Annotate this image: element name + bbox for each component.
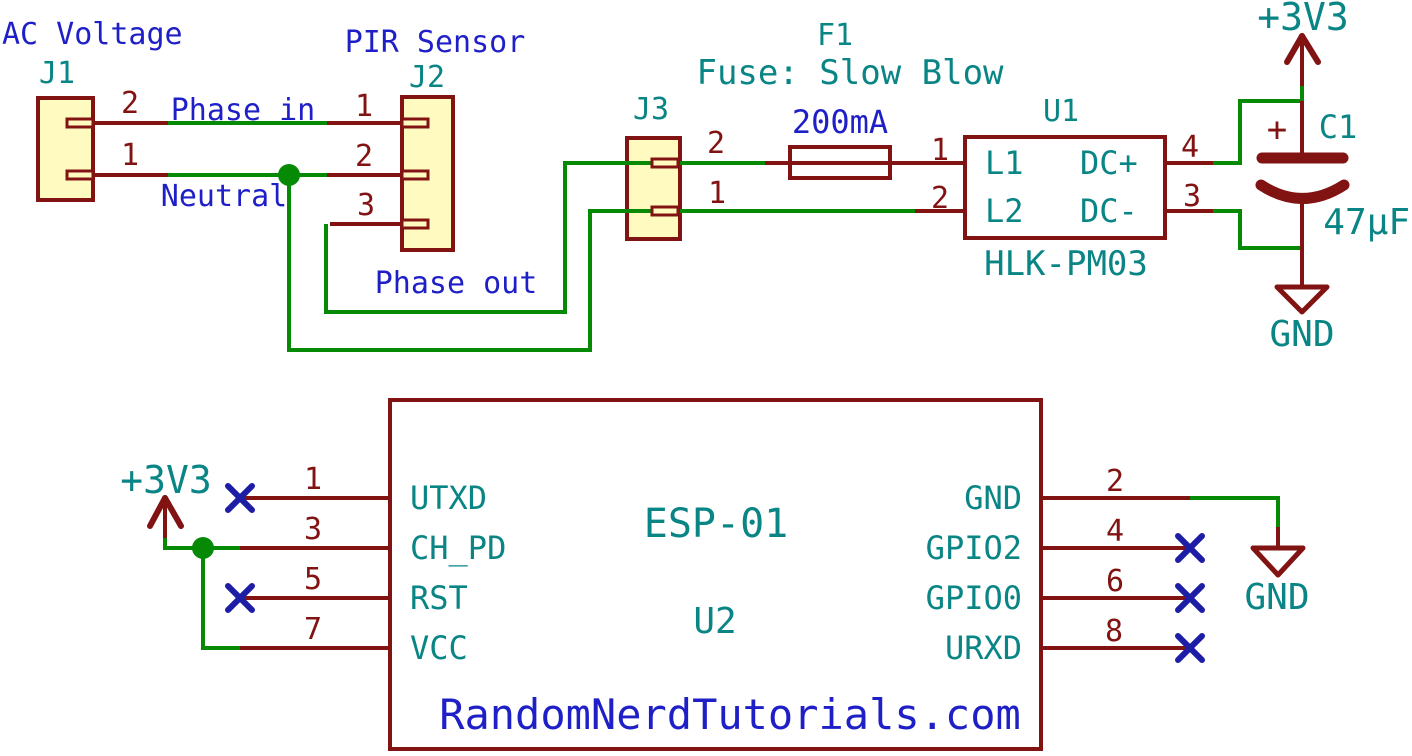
- ground-symbol-icon: [1250, 545, 1306, 578]
- esp-pin-name-urxd: URXD: [944, 629, 1022, 667]
- power-label-3v3-bottom: +3V3: [120, 458, 212, 502]
- power-arrow-icon: [147, 495, 168, 529]
- no-connect-x-icon: [225, 583, 255, 613]
- esp-pin5-number: 5: [303, 562, 323, 597]
- c1-ref-label: C1: [1318, 108, 1358, 146]
- junction-dot: [192, 537, 214, 559]
- esp-pin3-number: 3: [303, 512, 323, 547]
- esp-pin4-number: 4: [1105, 514, 1125, 549]
- esp-pin-name-utxd: UTXD: [410, 479, 488, 517]
- j1-pin2-number: 2: [120, 86, 140, 121]
- esp-pin6-number: 6: [1105, 564, 1125, 599]
- gnd-label-bottom: GND: [1244, 577, 1310, 618]
- power-label-3v3-top: +3V3: [1257, 0, 1349, 39]
- u1-pin-name-dc-plus: DC+: [1080, 144, 1138, 182]
- j1-value-label: AC Voltage: [2, 17, 183, 52]
- no-connect-x-icon: [1175, 533, 1205, 563]
- u1-pin1-number: 1: [930, 133, 950, 168]
- net-label-phase-out: Phase out: [374, 266, 538, 301]
- esp-pin-name-vcc: VCC: [410, 629, 468, 667]
- wire-phase-out: [324, 161, 652, 314]
- esp-pin2-number: 2: [1105, 464, 1125, 499]
- u1-pin2-number: 2: [930, 181, 950, 216]
- power-flag-3v3-bottom: [147, 495, 184, 529]
- esp-pin1-number: 1: [303, 462, 323, 497]
- wire-dcminus-to-gnd: [1213, 209, 1302, 250]
- j3-ref-label: J3: [632, 92, 670, 127]
- power-flag-3v3-top: [1284, 33, 1321, 65]
- j2-ref-label: J2: [408, 60, 446, 95]
- c1-negative-plate: [1255, 179, 1350, 204]
- u1-pin-name-dc-minus: DC-: [1080, 192, 1138, 230]
- j3-pin1-number: 1: [707, 176, 727, 211]
- u1-pin-name-l2: L2: [985, 192, 1024, 230]
- j2-pin2-number: 2: [354, 139, 374, 174]
- j1-pin1-number: 1: [120, 138, 140, 173]
- esp-pin-name-rst: RST: [410, 579, 468, 617]
- gnd-label-top: GND: [1269, 314, 1335, 355]
- wire-dcplus-to-rail: [1213, 99, 1302, 165]
- j2-pin1-number: 1: [354, 89, 374, 124]
- net-label-neutral: Neutral: [160, 179, 288, 214]
- j3-connector-body: [625, 136, 682, 241]
- esp-pin8-number: 8: [1104, 614, 1124, 649]
- esp-pin-name-gpio0: GPIO0: [925, 579, 1022, 617]
- power-arrow-icon: [162, 495, 184, 529]
- u2-esp01-body: [388, 398, 1043, 751]
- c1-polarity-plus: +: [1266, 110, 1288, 150]
- no-connect-x-icon: [1175, 583, 1205, 613]
- esp-pin7-number: 7: [303, 612, 323, 647]
- j1-ref-label: J1: [38, 56, 76, 91]
- u1-ref-label: U1: [1042, 94, 1080, 129]
- c1-value-label: 47µF: [1323, 202, 1410, 243]
- j1-pin2-slot: [65, 117, 95, 129]
- j2-pin2-slot: [400, 169, 430, 181]
- u1-pin4-number: 4: [1180, 130, 1200, 165]
- f1-ref-label: F1: [816, 18, 854, 53]
- no-connect-x-icon: [1175, 633, 1205, 663]
- u1-part-label: HLK-PM03: [984, 244, 1148, 284]
- net-label-phase-in: Phase in: [170, 93, 316, 128]
- j2-pin3-number: 3: [356, 188, 376, 223]
- f1-description-label: Fuse: Slow Blow: [696, 53, 1004, 93]
- j3-pin2-number: 2: [706, 126, 726, 161]
- u1-module-body: [963, 135, 1167, 240]
- j3-pin1-slot: [650, 205, 680, 217]
- j2-value-label: PIR Sensor: [344, 25, 526, 60]
- u1-pin3-number: 3: [1182, 179, 1202, 214]
- esp-pin-name-gnd: GND: [964, 479, 1022, 517]
- esp-pin-name-gpio2: GPIO2: [925, 529, 1022, 567]
- u2-value-label: ESP-01: [643, 501, 789, 547]
- j2-pin3-slot: [400, 218, 430, 230]
- j2-pin1-slot: [400, 117, 430, 129]
- esp-pin-name-ch-pd: CH_PD: [410, 529, 507, 567]
- wire-neutral-to-j3: [287, 175, 652, 352]
- wire-3v3-to-vcc: [201, 548, 240, 650]
- j1-connector-body: [36, 96, 95, 202]
- u2-ref-label: U2: [693, 601, 737, 642]
- f1-value-label: 200mA: [791, 103, 889, 141]
- no-connect-x-icon: [225, 483, 255, 513]
- wire-espgnd-to-gnd: [1190, 496, 1280, 527]
- j3-pin2-slot: [650, 157, 680, 169]
- wire-3v3-to-chpd: [163, 538, 240, 550]
- power-arrow-icon: [1284, 33, 1305, 65]
- ground-symbol-icon: [1274, 284, 1330, 315]
- watermark-text: RandomNerdTutorials.com: [439, 690, 1021, 739]
- junction-dot: [278, 164, 300, 186]
- j1-pin1-slot: [65, 169, 95, 181]
- u1-pin-name-l1: L1: [985, 144, 1024, 182]
- power-arrow-icon: [1299, 33, 1321, 65]
